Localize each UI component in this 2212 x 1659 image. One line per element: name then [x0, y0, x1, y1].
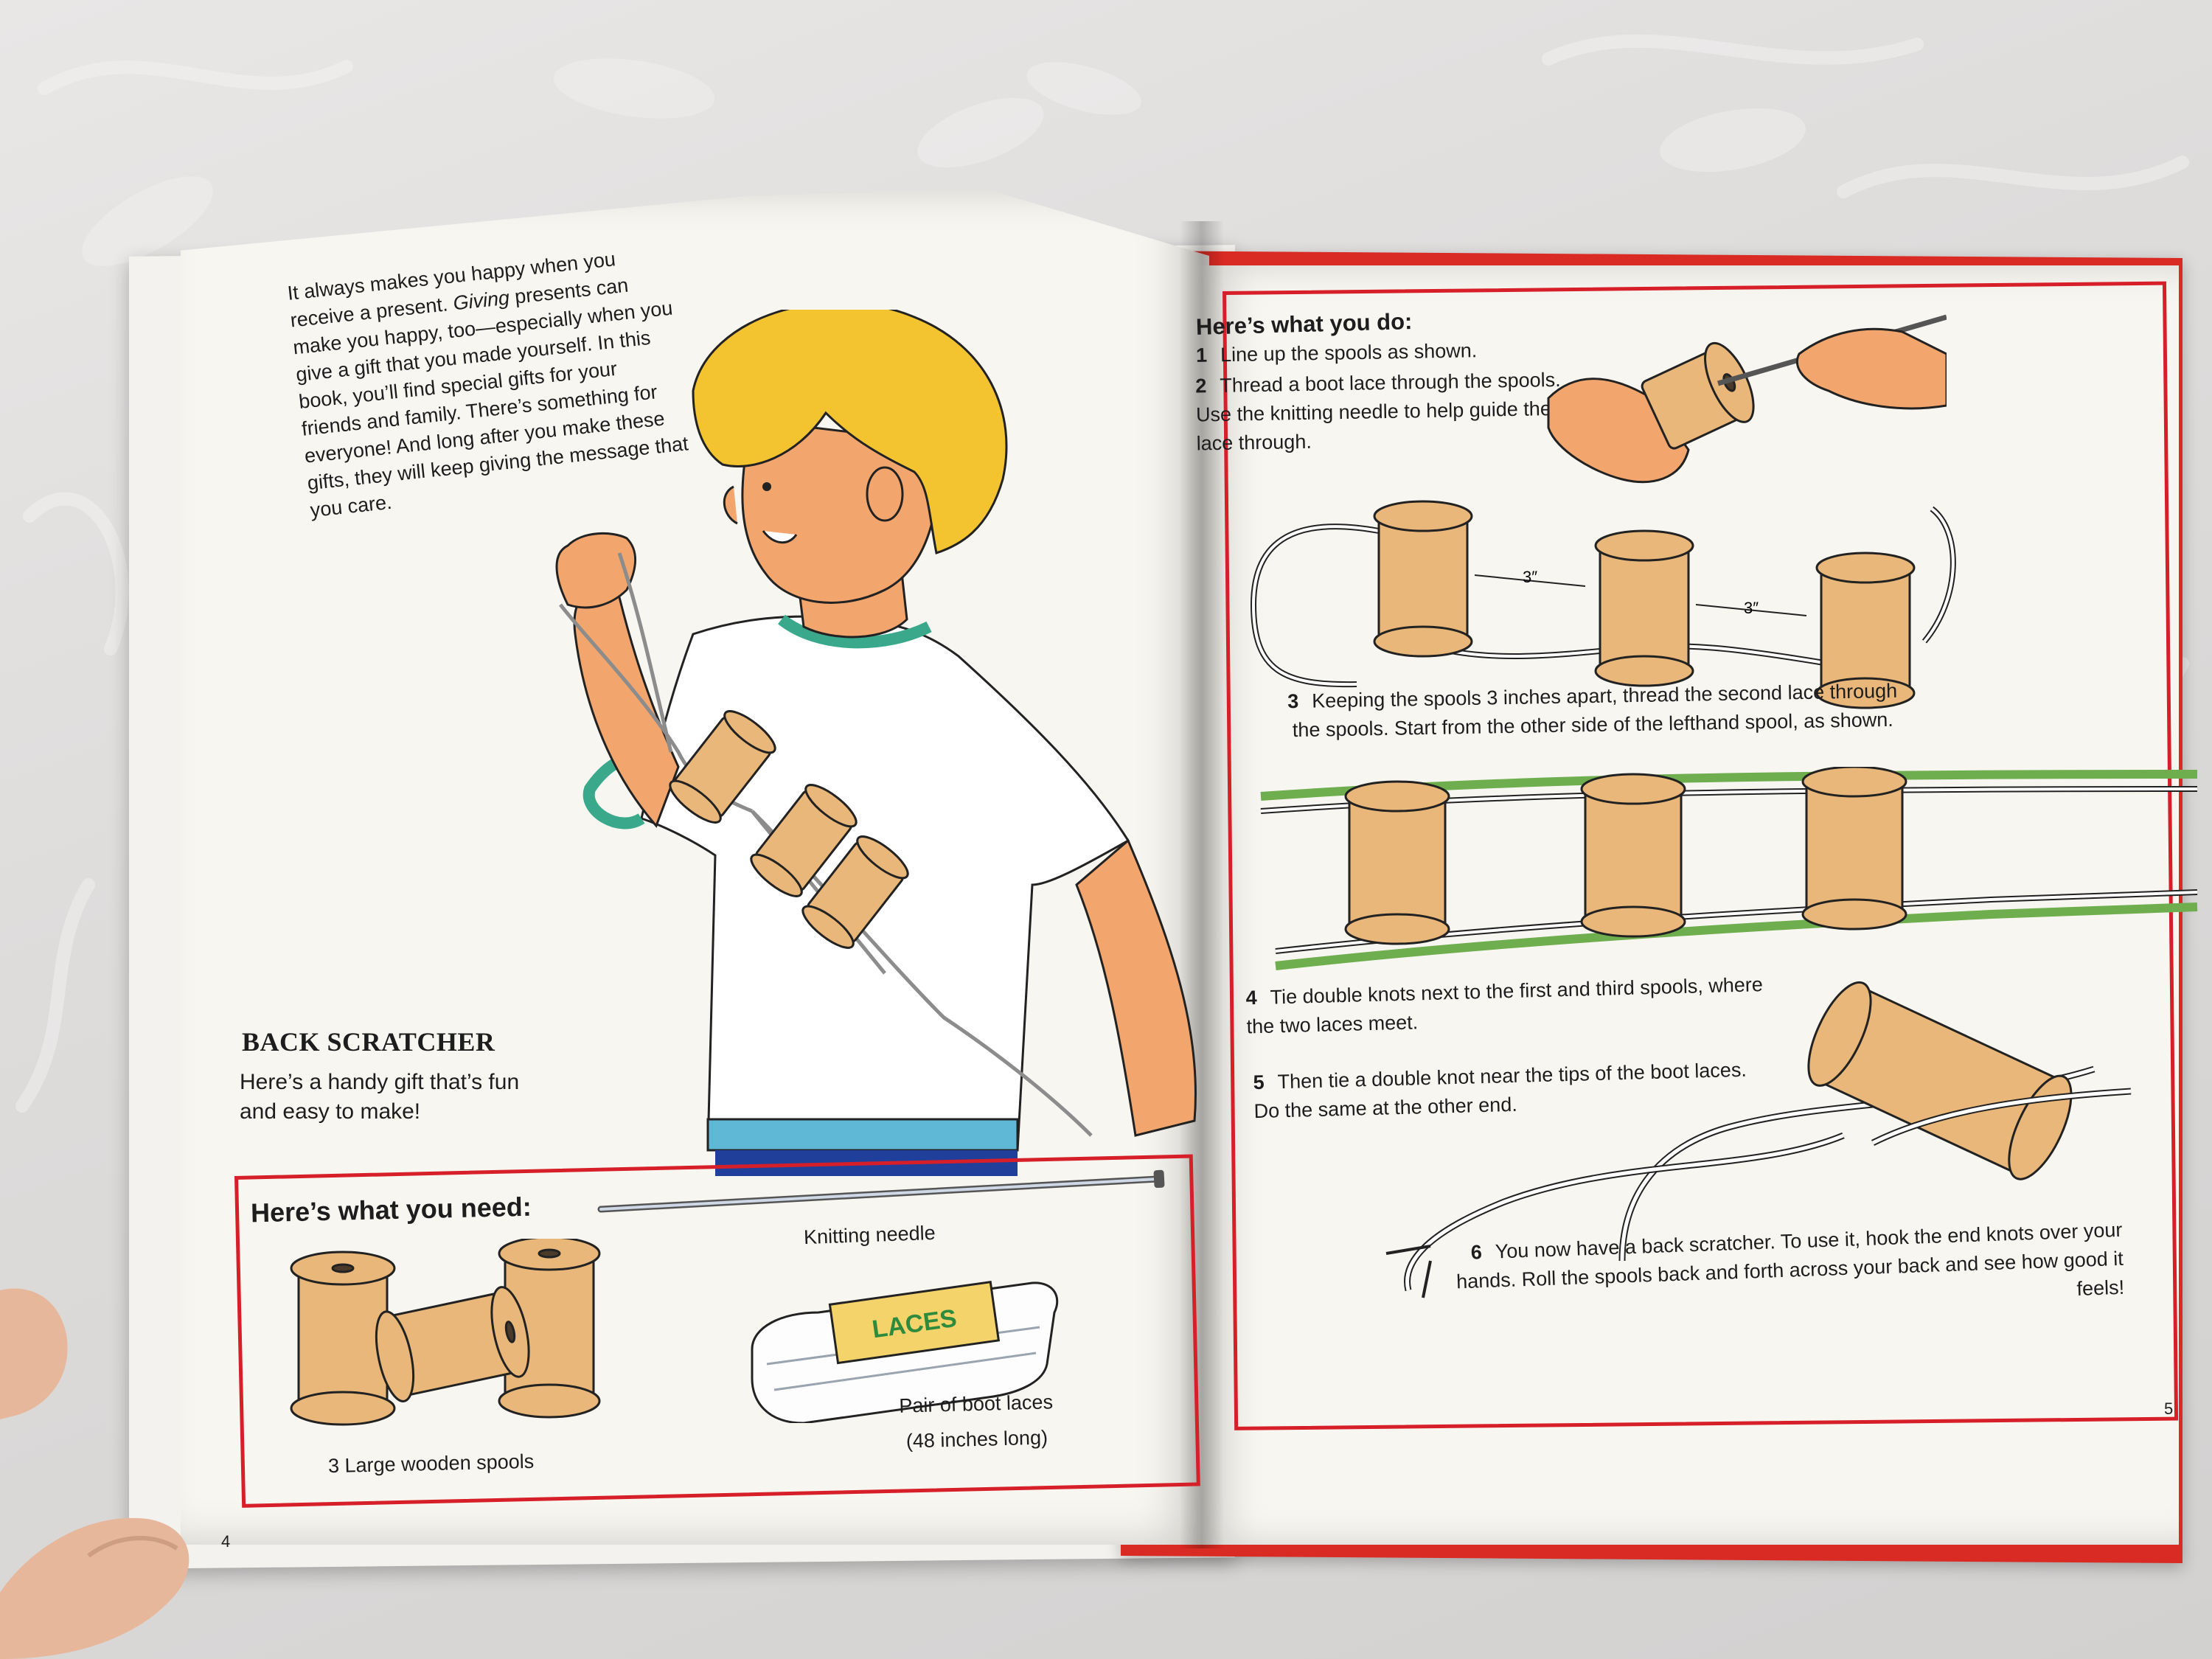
- page-number-right: 5: [2164, 1399, 2174, 1418]
- spools-illustration: [290, 1239, 601, 1426]
- spools-label: 3 Large wooden spools: [327, 1450, 535, 1478]
- boot-laces-label-line1: Pair of boot laces: [899, 1391, 1054, 1417]
- step-number: 3: [1287, 689, 1299, 713]
- finished-back-scratcher-illustration: [1385, 981, 2132, 1298]
- boot-laces-label-line2: (48 inches long): [905, 1426, 1048, 1453]
- spools-two-laces-diagram-step3: [1260, 767, 2198, 970]
- project-title: BACK SCRATCHER: [242, 1027, 495, 1057]
- step-number: 1: [1195, 344, 1208, 366]
- spacing-label-2: 3″: [1744, 599, 1759, 617]
- step-text: Thread a boot lace through the spools. U…: [1195, 368, 1561, 455]
- boot-laces-illustration: LACES: [751, 1280, 1059, 1423]
- boot-laces-label: Pair of boot laces (48 inches long): [899, 1384, 1054, 1458]
- step-text: Keeping the spools 3 inches apart, threa…: [1292, 679, 1898, 742]
- knitting-needle-illustration: [597, 1169, 1165, 1213]
- hand-threading-spool-illustration: [1547, 314, 1947, 484]
- needle-label: Knitting needle: [803, 1221, 936, 1249]
- step-number: 5: [1253, 1071, 1265, 1094]
- boy-illustration: [555, 310, 1197, 1176]
- step-number: 4: [1245, 987, 1258, 1009]
- step-text: Line up the spools as shown.: [1220, 339, 1478, 366]
- spacing-label-1: 3″: [1523, 568, 1537, 586]
- supplies-heading: Here’s what you need:: [250, 1191, 532, 1228]
- book-gutter: [1180, 221, 1224, 1548]
- page-number-left: 4: [221, 1532, 231, 1551]
- project-subtitle: Here’s a handy gift that’s fun and easy …: [240, 1070, 520, 1124]
- hand-fingers-photo: [0, 1288, 189, 1659]
- step-number: 2: [1195, 375, 1207, 397]
- instructions-heading: Here’s what you do:: [1195, 308, 1413, 340]
- step-number: 6: [1470, 1241, 1483, 1264]
- spools-lace-diagram-step2: 3″ 3″: [1250, 500, 1956, 709]
